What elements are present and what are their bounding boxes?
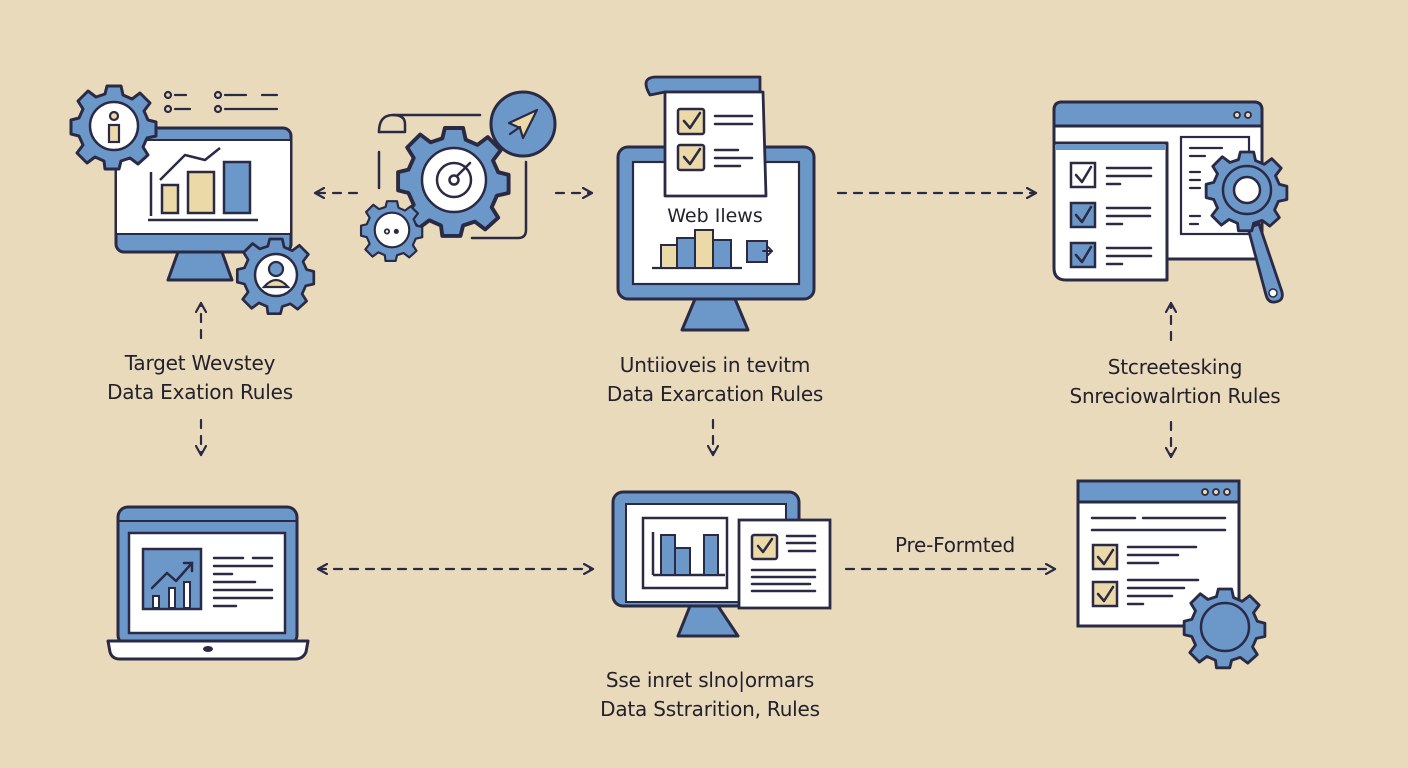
send-icon xyxy=(489,90,557,158)
label-line: Data Sstrarition, Rules xyxy=(600,697,820,721)
checklist-icon xyxy=(1052,141,1169,282)
text-lines-icon xyxy=(212,556,274,608)
checklist-document-icon xyxy=(737,518,832,610)
source-dashboard-label: Target Wevstey Data Exation Rules xyxy=(60,349,340,407)
trend-chart-icon xyxy=(141,547,203,611)
bar-chart-icon xyxy=(641,516,729,590)
label-line: Data Exarcation Rules xyxy=(606,382,824,406)
info-gear-icon xyxy=(69,84,158,171)
gear-icon xyxy=(1182,587,1267,670)
screening-label: Stcreetesking Snreciowalrtion Rules xyxy=(1030,353,1320,411)
settings-toggles-icon xyxy=(163,90,279,114)
label-line: Data Exation Rules xyxy=(107,380,293,404)
web-views-node: Web Ilews xyxy=(616,75,816,332)
edge-label: Pre-Formted xyxy=(894,533,1016,557)
laptop-icon xyxy=(106,505,310,661)
user-gear-icon xyxy=(235,237,316,316)
small-gear-icon xyxy=(359,200,424,263)
label-line: Stcreetesking xyxy=(1107,355,1243,379)
final-output-node xyxy=(1076,479,1267,670)
storage-node xyxy=(611,490,832,638)
storage-label: Sse inret slno|ormars Data Sstrarition, … xyxy=(560,666,860,724)
screen-title: Web Ilews xyxy=(667,205,762,227)
processing-gears-node xyxy=(359,90,557,263)
checklist-icon xyxy=(1091,543,1200,608)
label-line: Sse inret slno|ormars xyxy=(605,668,815,692)
screening-node xyxy=(1052,100,1289,304)
connectors xyxy=(201,193,1171,569)
laptop-report-node xyxy=(106,505,310,661)
label-line: Snreciowalrtion Rules xyxy=(1069,384,1281,408)
bar-chart-icon xyxy=(652,229,742,270)
document-scroll-icon xyxy=(377,113,528,240)
export-icon xyxy=(746,240,774,263)
label-line: Untiioveis in tevitm xyxy=(619,353,811,377)
target-icon xyxy=(420,146,488,214)
bar-chart-icon xyxy=(148,147,258,222)
label-line: Target Wevstey xyxy=(124,351,276,375)
edge-label-preformatted: Pre-Formted xyxy=(850,531,1060,560)
gear-magnifier-icon xyxy=(1204,150,1289,304)
web-views-label: Untiioveis in tevitm Data Exarcation Rul… xyxy=(570,351,860,409)
checklist-scroll-icon xyxy=(644,75,768,198)
source-dashboard-node xyxy=(69,84,316,316)
